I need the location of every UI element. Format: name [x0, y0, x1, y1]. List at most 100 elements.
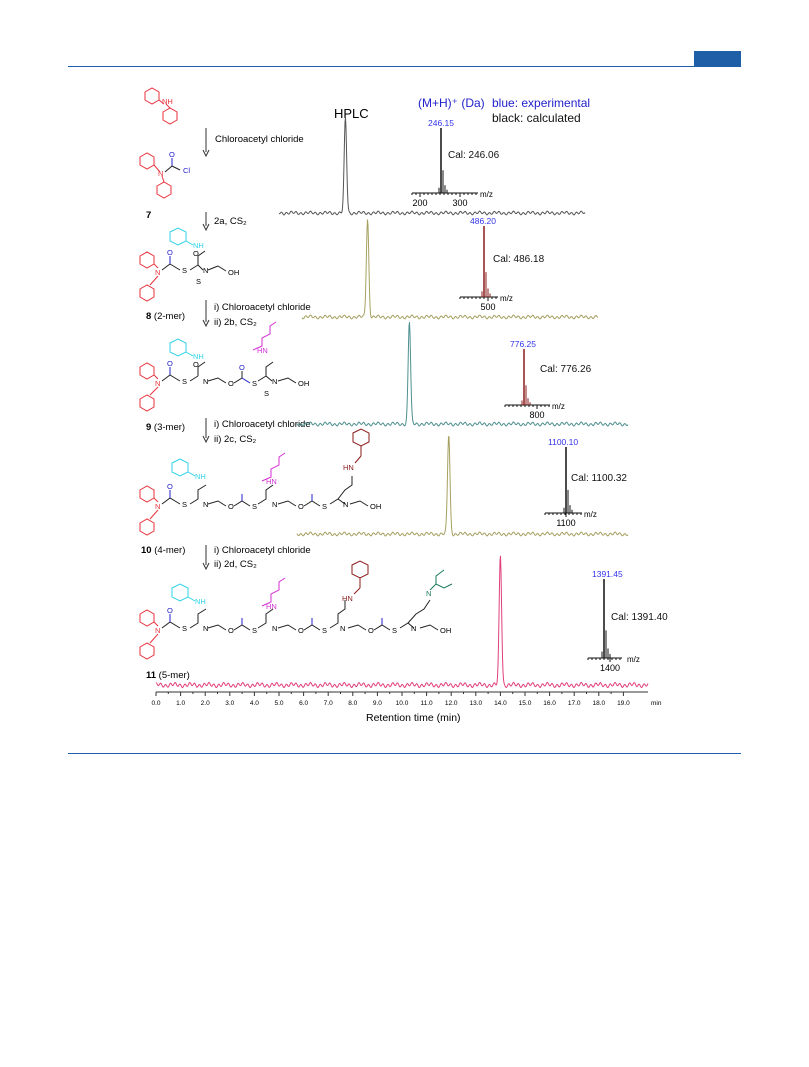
- hplc-x-tick-label: 10.0: [396, 700, 409, 707]
- structure-11: [139, 560, 453, 660]
- ms-cal-label-1: Cal: 246.06: [448, 150, 500, 161]
- atom-o-11a: O: [167, 606, 173, 615]
- atom-o-8b: O: [193, 249, 199, 258]
- compound-label-8: 8 (2-mer): [146, 311, 185, 322]
- atom-s-10a: S: [182, 500, 187, 509]
- atom-s-10b: S: [252, 502, 257, 511]
- arrow-step-5: [202, 545, 210, 571]
- hplc-x-axis: 0.0 1.0 2.0 3.0 4.0 5.0 6.0 7.0 8.0 9.0 10.0 11.0 12…: [151, 691, 662, 707]
- ms-tick-label-1: 200: [412, 198, 427, 208]
- atom-hn-9: HN: [257, 346, 268, 355]
- compound-label-11: 11 (5-mer): [146, 670, 190, 681]
- step-4-line-2: ii) 2c, CS₂: [214, 434, 257, 445]
- hplc-x-tick-label: 8.0: [348, 700, 357, 707]
- ms-cal-label-4: Cal: 1100.32: [571, 473, 627, 484]
- arrow-step-4: [202, 418, 210, 444]
- hplc-trace-4: [296, 436, 629, 537]
- hplc-traces: [155, 117, 649, 689]
- hplc-x-tick-label: 1.0: [176, 700, 185, 707]
- ms-tick-label-2: 500: [480, 302, 495, 312]
- hplc-x-tick-label: 4.0: [250, 700, 259, 707]
- step-3-line-2: ii) 2b, CS₂: [214, 317, 257, 328]
- atom-s-8b: S: [196, 277, 201, 286]
- atom-o-10a: O: [167, 482, 173, 491]
- atom-o-9a: O: [167, 359, 173, 368]
- ms-unit-4: m/z: [584, 510, 597, 519]
- step-1-line-1: Chloroacetyl chloride: [215, 134, 304, 145]
- compound-label-9: 9 (3-mer): [146, 422, 185, 433]
- hplc-trace-3: [296, 322, 629, 427]
- atom-o-9b: O: [193, 360, 199, 369]
- step-5-line-2: ii) 2d, CS₂: [214, 559, 257, 570]
- atom-oh-9: OH: [298, 379, 309, 388]
- hplc-x-tick-label: 0.0: [151, 700, 160, 707]
- hplc-x-unit: min: [651, 700, 662, 707]
- atom-n-11a: N: [155, 626, 160, 635]
- hplc-x-tick-label: 6.0: [299, 700, 308, 707]
- atom-n-11b: N: [203, 624, 208, 633]
- hplc-x-tick-label: 3.0: [225, 700, 234, 707]
- atom-hn-10b: HN: [343, 463, 354, 472]
- atom-s-9c: S: [264, 389, 269, 398]
- atom-n-10d: N: [343, 500, 348, 509]
- atom-n-10b: N: [203, 500, 208, 509]
- atom-n-8a: N: [155, 268, 160, 277]
- atom-hn-10a: HN: [266, 477, 277, 486]
- ms-cal-label-2: Cal: 486.18: [493, 254, 545, 265]
- hplc-trace-2: [301, 219, 599, 320]
- compound-label-7: 7: [146, 210, 151, 221]
- hplc-x-tick-label: 16.0: [543, 700, 556, 707]
- hplc-x-tick-label: 11.0: [421, 700, 434, 707]
- hplc-x-tick-label: 13.0: [469, 700, 482, 707]
- atom-o-9c: O: [228, 379, 234, 388]
- structure-9: [139, 321, 297, 412]
- atom-o-9d: O: [239, 363, 245, 372]
- ms-exp-label-1: 246.15: [428, 118, 454, 128]
- structure-10: [139, 428, 370, 536]
- hplc-x-tick-label: 14.0: [494, 700, 507, 707]
- hplc-x-tick-label: 15.0: [519, 700, 532, 707]
- atom-s-9b: S: [252, 379, 257, 388]
- hplc-x-tick-label: 17.0: [568, 700, 581, 707]
- hplc-trace-1: [279, 117, 586, 216]
- step-2-line-1: 2a, CS₂: [214, 216, 247, 227]
- ms-tick-label-1: 300: [452, 198, 467, 208]
- hplc-trace-5: [155, 555, 649, 689]
- ms-cal-label-5: Cal: 1391.40: [611, 612, 668, 623]
- hplc-x-tick-label: 5.0: [274, 700, 283, 707]
- footer-rule: [68, 753, 741, 754]
- ms-exp-label-3: 776.25: [510, 339, 536, 349]
- hplc-x-tick-label: 19.0: [617, 700, 630, 707]
- atom-s-9a: S: [182, 377, 187, 386]
- hplc-x-tick-label: 2.0: [201, 700, 210, 707]
- atom-nh-11: NH: [195, 597, 206, 606]
- atom-n-9b: N: [203, 377, 208, 386]
- atom-s-10c: S: [322, 502, 327, 511]
- step-3-line-1: i) Chloroacetyl chloride: [214, 302, 311, 313]
- ms-exp-label-4: 1100.10: [548, 437, 578, 447]
- atom-s-11a: S: [182, 624, 187, 633]
- atom-o-8a: O: [167, 248, 173, 257]
- legend-exp: blue: experimental: [492, 96, 590, 110]
- atom-s-11d: S: [392, 626, 397, 635]
- atom-hn-11a: HN: [266, 602, 277, 611]
- hplc-x-tick-label: 7.0: [324, 700, 333, 707]
- hplc-x-tick-label: 12.0: [445, 700, 458, 707]
- atom-n-11d: N: [340, 624, 345, 633]
- atom-o-11b: O: [228, 626, 234, 635]
- ms-unit-3: m/z: [552, 402, 565, 411]
- hplc-x-tick-label: 18.0: [592, 700, 605, 707]
- atom-hn-11b: HN: [342, 594, 353, 603]
- structure-diphenylamine: [144, 87, 178, 125]
- atom-oh-8: OH: [228, 268, 239, 277]
- atom-n-10c: N: [272, 500, 277, 509]
- atom-o-11d: O: [368, 626, 374, 635]
- ms-exp-label-2: 486.20: [470, 216, 496, 226]
- atom-s-8a: S: [182, 266, 187, 275]
- atom-n-11e: N: [426, 589, 431, 598]
- hplc-x-tick-label: 9.0: [373, 700, 382, 707]
- ms-unit-1: m/z: [480, 190, 493, 199]
- legend-ion: (M+H)⁺ (Da): [418, 96, 485, 110]
- ms-unit-2: m/z: [500, 294, 513, 303]
